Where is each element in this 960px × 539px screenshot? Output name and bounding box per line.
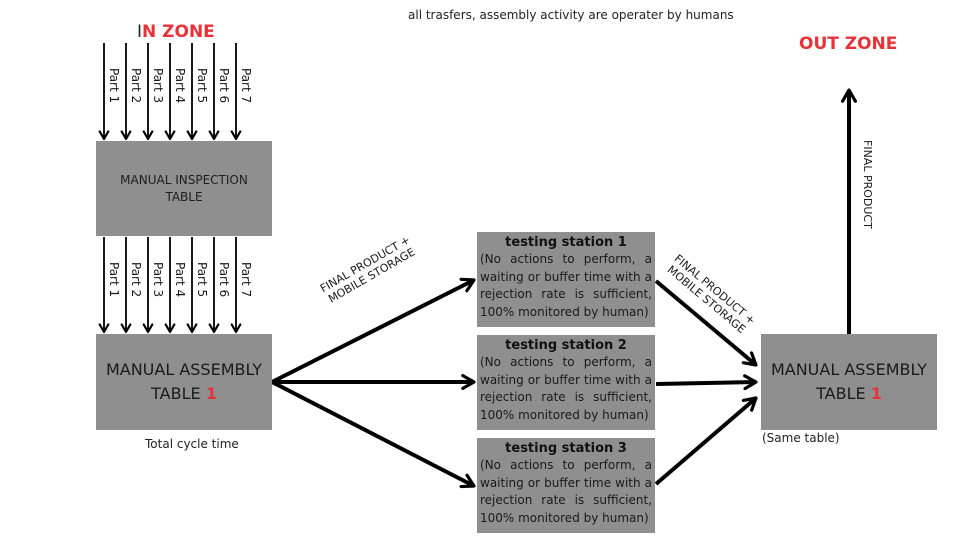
in-zone-first-letter: I bbox=[137, 22, 143, 42]
part-arrows-mid bbox=[98, 237, 242, 334]
testing-station-3-description: (No actions to perform, a waiting or buf… bbox=[480, 458, 652, 525]
manual-assembly-table-right: MANUAL ASSEMBLY TABLE 1 bbox=[761, 334, 937, 430]
part-label-3: Part 3 bbox=[151, 68, 165, 104]
part-label-7: Part 7 bbox=[239, 262, 253, 298]
part-arrows-top bbox=[98, 43, 242, 141]
total-cycle-time-caption: Total cycle time bbox=[145, 437, 239, 451]
inspection-table-line2: TABLE bbox=[165, 190, 203, 204]
testing-station-2-description: (No actions to perform, a waiting or buf… bbox=[480, 355, 652, 422]
testing-station-1: testing station 1 (No actions to perform… bbox=[477, 232, 655, 327]
assembly-left-line2: TABLE bbox=[151, 384, 201, 403]
part-label-1: Part 1 bbox=[107, 262, 121, 298]
part-label-2: Part 2 bbox=[129, 262, 143, 298]
in-zone-label: IN ZONE bbox=[137, 22, 215, 42]
assembly-table-left-label: MANUAL ASSEMBLY TABLE 1 bbox=[96, 358, 272, 406]
inspection-table-label: MANUAL INSPECTION TABLE bbox=[96, 172, 272, 206]
out-zone-label: OUT ZONE bbox=[799, 34, 898, 54]
assembly-left-number: 1 bbox=[205, 384, 217, 403]
manual-inspection-table: MANUAL INSPECTION TABLE bbox=[96, 141, 272, 236]
part-label-5: Part 5 bbox=[195, 262, 209, 298]
testing-station-1-description: (No actions to perform, a waiting or buf… bbox=[480, 252, 652, 319]
assembly-right-line2: TABLE bbox=[816, 384, 866, 403]
part-label-6: Part 6 bbox=[217, 262, 231, 298]
assembly-table-right-label: MANUAL ASSEMBLY TABLE 1 bbox=[761, 358, 937, 406]
part-label-2: Part 2 bbox=[129, 68, 143, 104]
testing-station-3: testing station 3 (No actions to perform… bbox=[477, 438, 655, 533]
part-label-6: Part 6 bbox=[217, 68, 231, 104]
same-table-caption: (Same table) bbox=[762, 431, 840, 445]
header-note: all trasfers, assembly activity are oper… bbox=[408, 8, 734, 22]
in-zone-rest: N ZONE bbox=[142, 22, 215, 42]
part-label-4: Part 4 bbox=[173, 262, 187, 298]
part-label-7: Part 7 bbox=[239, 68, 253, 104]
inspection-table-line1: MANUAL INSPECTION bbox=[120, 173, 248, 187]
testing-station-3-title: testing station 3 bbox=[505, 441, 627, 456]
testing-station-2: testing station 2 (No actions to perform… bbox=[477, 335, 655, 430]
part-label-5: Part 5 bbox=[195, 68, 209, 104]
assembly-left-line1: MANUAL ASSEMBLY bbox=[105, 360, 263, 379]
assembly-right-line1: MANUAL ASSEMBLY bbox=[770, 360, 928, 379]
testing-station-2-title: testing station 2 bbox=[505, 338, 627, 353]
flow-label-to-out: FINAL PRODUCT bbox=[861, 140, 874, 229]
manual-assembly-table-left: MANUAL ASSEMBLY TABLE 1 bbox=[96, 334, 272, 430]
part-label-4: Part 4 bbox=[173, 68, 187, 104]
arrow-assembly-to-testing-1 bbox=[271, 277, 476, 384]
assembly-right-number: 1 bbox=[870, 384, 882, 403]
part-label-1: Part 1 bbox=[107, 68, 121, 104]
arrow-testing-1-to-assembly bbox=[654, 279, 758, 367]
arrow-testing-2-to-assembly bbox=[655, 374, 758, 391]
arrow-assembly-to-testing-3 bbox=[271, 380, 476, 489]
testing-station-1-title: testing station 1 bbox=[505, 235, 627, 250]
arrow-testing-3-to-assembly bbox=[654, 396, 758, 486]
part-label-3: Part 3 bbox=[151, 262, 165, 298]
